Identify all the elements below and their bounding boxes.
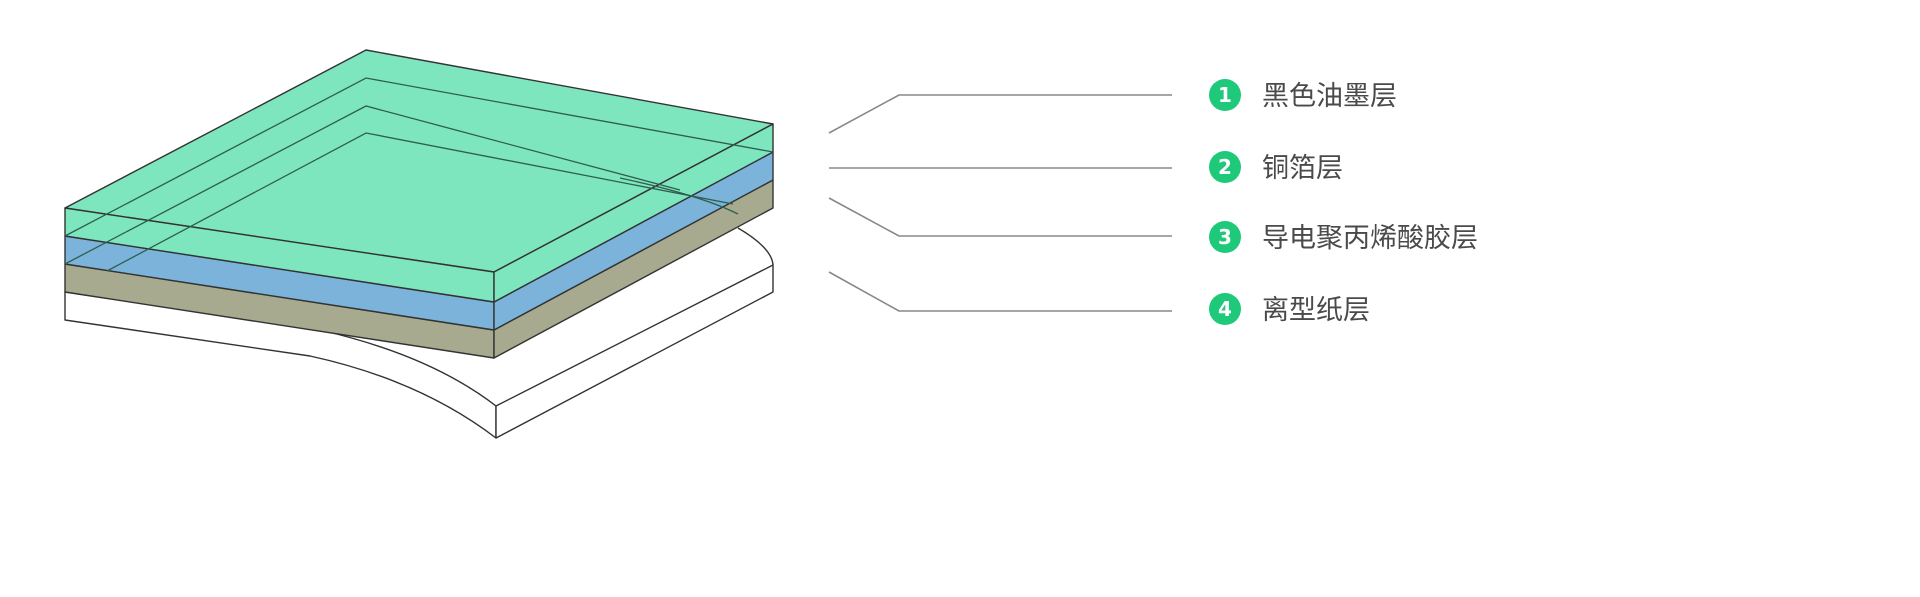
legend-item-3: 3 导电聚丙烯酸胶层 <box>1209 221 1478 254</box>
leader-lines <box>828 94 1172 312</box>
badge-4 <box>1209 293 1241 325</box>
release-paper-side <box>64 291 497 439</box>
legend-label-4: 离型纸层 <box>1262 295 1370 326</box>
badge-number-1: 1 <box>1218 83 1232 107</box>
hidden-layer-edges <box>64 77 774 272</box>
leader-line-3 <box>828 197 1172 237</box>
legend-item-1: 1 黑色油墨层 <box>1209 79 1397 112</box>
copper-top-edge <box>64 77 774 237</box>
legend-item-4: 4 离型纸层 <box>1209 293 1370 326</box>
badge-3 <box>1209 221 1241 253</box>
legend-label-3: 导电聚丙烯酸胶层 <box>1262 223 1478 254</box>
leader-line-1 <box>828 94 1172 134</box>
release-paper-layer <box>64 227 774 439</box>
black-ink-layer <box>64 49 774 303</box>
release-paper-curl-top <box>737 227 774 266</box>
legend-label-1: 黑色油墨层 <box>1262 81 1397 112</box>
release-paper-curl <box>495 264 774 439</box>
adhesive-top-edge <box>64 105 681 265</box>
legend-label-2: 铜箔层 <box>1262 153 1343 184</box>
badge-number-4: 4 <box>1218 297 1232 321</box>
inner-curve <box>619 177 739 215</box>
paper-top-edge <box>106 132 734 272</box>
layer-structure-diagram: 1 黑色油墨层 2 铜箔层 3 导电聚丙烯酸胶层 4 离型纸层 <box>64 49 1478 439</box>
legend-item-2: 2 铜箔层 <box>1209 151 1343 184</box>
leader-line-4 <box>828 271 1172 312</box>
badge-2 <box>1209 151 1241 183</box>
legend: 1 黑色油墨层 2 铜箔层 3 导电聚丙烯酸胶层 4 离型纸层 <box>1209 79 1478 326</box>
badge-number-3: 3 <box>1218 225 1232 249</box>
copper-foil-layer <box>64 151 774 331</box>
badge-1 <box>1209 79 1241 111</box>
badge-number-2: 2 <box>1218 155 1232 179</box>
